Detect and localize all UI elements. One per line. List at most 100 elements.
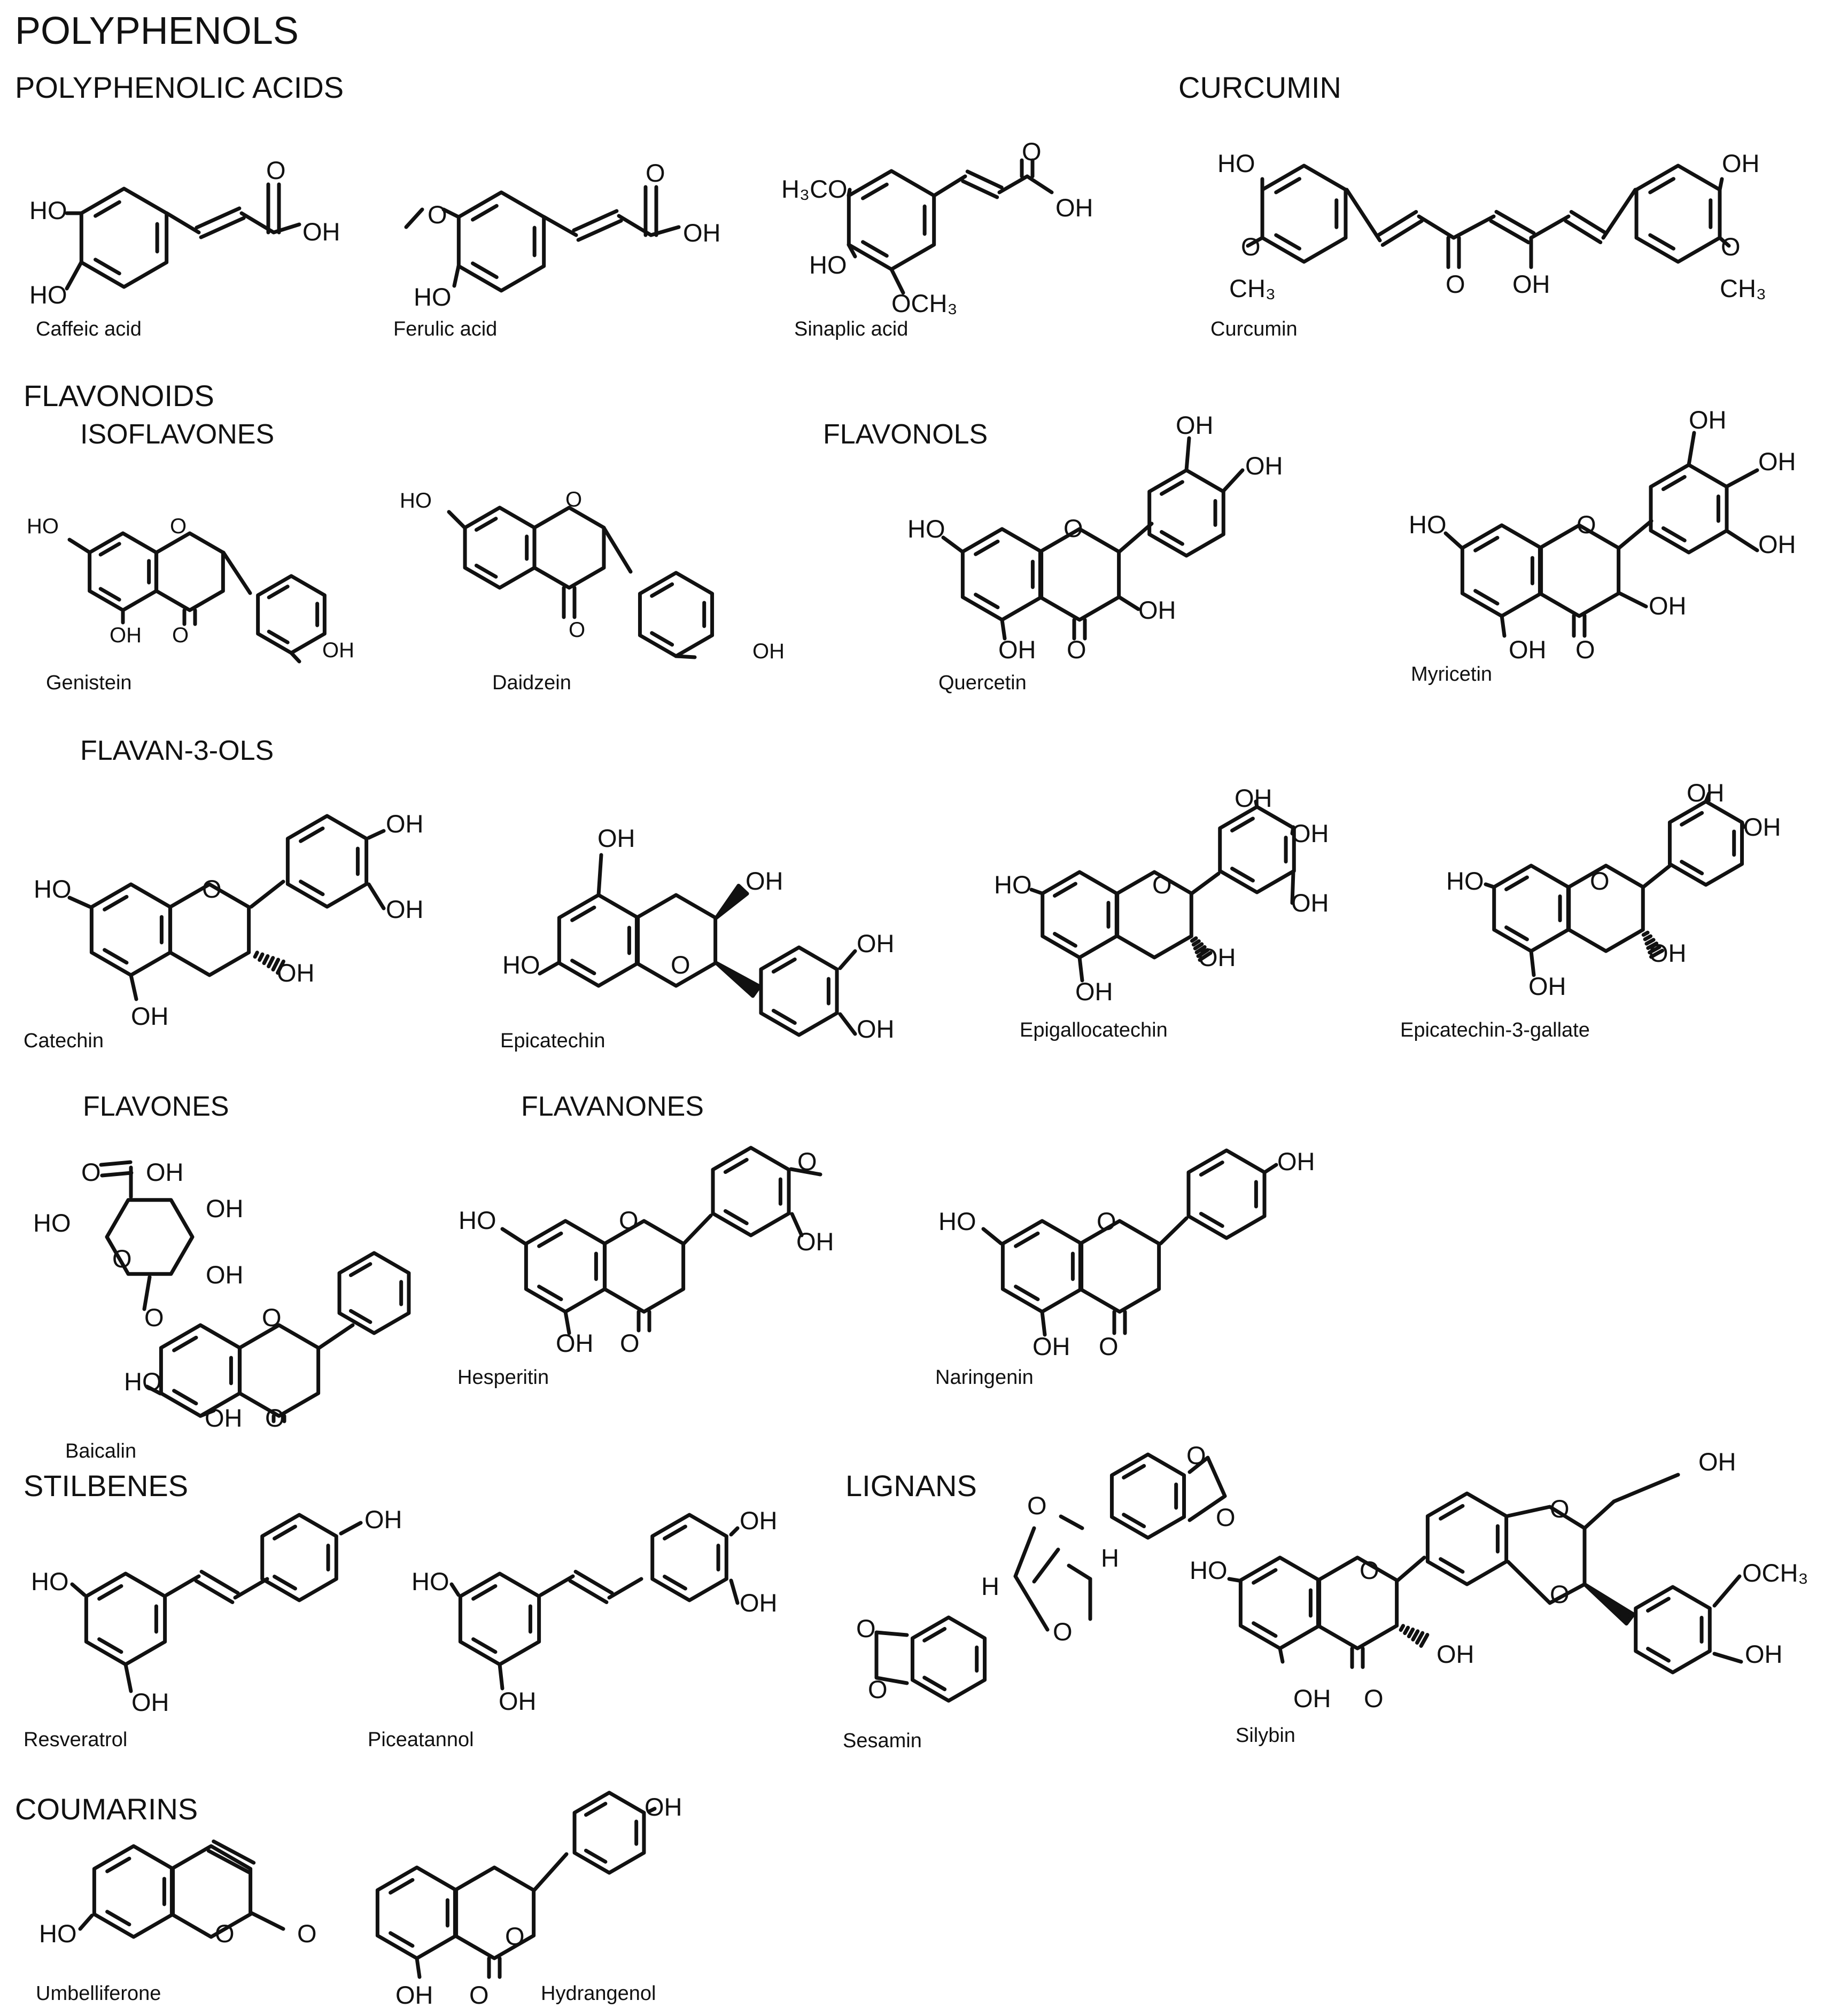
atom-oh: OH [364,1505,402,1534]
bond [607,1577,643,1600]
ring [1147,468,1225,558]
bond [1648,177,1675,194]
compound-name-hesperitin: Hesperitin [457,1366,549,1389]
bond [1191,939,1201,947]
compound-name-naringenin: Naringenin [935,1366,1034,1389]
bond [1380,219,1424,247]
bond [1403,1625,1410,1636]
bond [1494,209,1536,235]
bond [1644,938,1656,946]
bond [1504,875,1529,891]
atom-o: O [262,1303,282,1332]
bond [1117,595,1140,611]
bond [1013,1574,1050,1632]
atom-o: O [1216,1503,1236,1531]
bond [974,593,1000,610]
atom-o: O [1186,1441,1206,1469]
atom-o: O [428,200,447,229]
atom-oh: OH [752,640,785,663]
bond [67,538,92,555]
bond [1680,811,1704,827]
atom-o: O [856,1614,876,1643]
bond [70,1582,87,1597]
bond [663,1575,687,1591]
bond [1439,1557,1465,1574]
compound-name-epicatechin-3-gallate: Epicatechin-3-gallate [1400,1019,1590,1041]
bond [1661,526,1687,542]
atom-oh: OH [796,1227,834,1256]
bond [389,1878,415,1895]
bond [1199,1161,1224,1177]
ring [88,531,158,612]
bond [1222,468,1245,493]
bond [1484,882,1496,889]
bond [1617,519,1654,550]
ring [960,527,1044,622]
ring [1316,1555,1399,1651]
bond [1029,888,1044,896]
bond [1419,1633,1430,1648]
atom-o: O [1099,1332,1119,1360]
atom-oh: OH [1512,270,1550,298]
atom-oh: OH [1138,596,1176,624]
bond [194,1579,235,1605]
atom-oh: OH [206,1260,244,1289]
bond [1160,530,1184,546]
bond [1646,1647,1671,1663]
compound-name-baicalin: Baicalin [65,1440,136,1462]
bond [105,1910,131,1927]
bond [65,260,83,291]
ring [910,1615,987,1703]
atom-oh: OH [205,1404,243,1432]
bond [532,1852,569,1892]
bond [195,206,242,230]
wedge-bond [714,961,762,998]
bond [847,243,857,259]
atom-ho: HO [27,515,59,538]
bond-layer [65,158,1759,1979]
bond [1411,1629,1420,1642]
bond [1196,948,1210,958]
bond [538,961,561,976]
bond [1718,177,1724,192]
compound-name-epigallocatechin: Epigallocatechin [1020,1019,1168,1041]
atom-o: O [565,488,582,511]
atom-oh: OH [1509,635,1547,664]
bond [1649,948,1664,959]
bond [1712,1574,1742,1608]
compound-name-myricetin: Myricetin [1411,663,1492,686]
ring [711,1146,791,1237]
atom-ho: HO [809,251,847,279]
bond [94,258,121,276]
bond [1443,531,1464,550]
atom-oh: OH [740,1506,778,1535]
bond [1290,825,1295,836]
atom-ho: HO [400,489,432,512]
ring [1634,1585,1712,1675]
atom-o: O [1721,232,1741,261]
bond [922,1676,947,1692]
bond [1025,174,1054,194]
bond [449,1582,461,1597]
atom-oh: OH [1758,530,1796,558]
bond [474,563,498,579]
atom-ho: HO [938,1207,976,1235]
bond [1013,1526,1036,1578]
bond [1274,177,1301,194]
ring [1667,799,1744,887]
bond [1725,529,1759,552]
section-flavan-3-ols: FLAVAN-3-OLS [80,735,274,766]
atom-oh: OH [146,1158,184,1186]
bond [650,631,674,647]
section-lignans: LIGNANS [845,1469,977,1503]
bond [289,651,301,664]
bond [1077,955,1084,983]
bond [299,879,325,897]
bond [771,958,797,974]
atom-ho: HO [33,1209,71,1237]
compound-name-umbelliferone: Umbelliferone [36,1982,161,2005]
bond [415,1956,422,1979]
bond [1059,1514,1084,1530]
bond [789,1167,822,1177]
atom-ho: HO [414,283,452,311]
